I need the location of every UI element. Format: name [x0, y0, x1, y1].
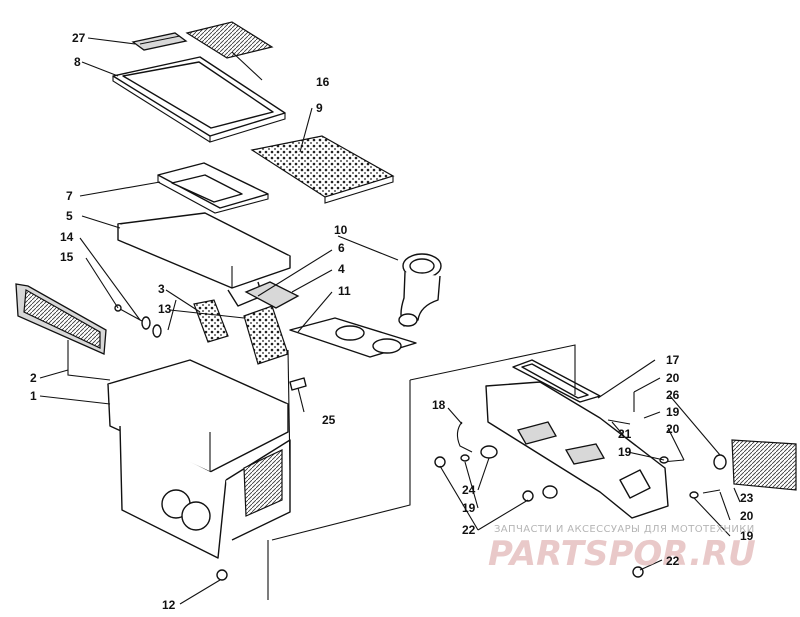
label-19-b: 19: [618, 445, 632, 459]
label-2: 2: [30, 371, 37, 385]
label-4: 4: [338, 262, 345, 276]
label-20-b: 20: [666, 422, 680, 436]
label-3: 3: [158, 282, 165, 296]
label-25: 25: [322, 413, 336, 427]
callout-labels: 27 8 16 9 7 5 14 15 10 6 4 3 11 13 2 1 2…: [30, 31, 754, 612]
label-23: 23: [740, 491, 754, 505]
part-19-washer: [460, 454, 470, 462]
watermark: ЗАПЧАСТИ И АКСЕССУАРЫ ДЛЯ МОТОТЕХНИКИ PA…: [488, 524, 756, 574]
label-6: 6: [338, 241, 345, 255]
part-5-tray: [117, 212, 291, 307]
part-17-gasket: [512, 359, 601, 403]
label-24: 24: [462, 483, 476, 497]
label-26: 26: [666, 388, 680, 402]
label-19-a: 19: [666, 405, 680, 419]
part-6-gasket: [244, 281, 300, 309]
label-9: 9: [316, 101, 323, 115]
assembly-lines: [67, 299, 576, 600]
label-21: 21: [618, 427, 632, 441]
part-24-grommet: [480, 445, 498, 459]
label-1: 1: [30, 389, 37, 403]
label-18: 18: [432, 398, 446, 412]
label-27: 27: [72, 31, 86, 45]
watermark-text: ЗАПЧАСТИ И АКСЕССУАРЫ ДЛЯ МОТОТЕХНИКИ: [494, 524, 755, 535]
part-23-filter: [731, 439, 797, 491]
label-14: 14: [60, 230, 74, 244]
label-17: 17: [666, 353, 680, 367]
label-13: 13: [158, 302, 172, 316]
part-26-grommet: [713, 454, 727, 470]
label-15: 15: [60, 250, 74, 264]
part-7-lid: [157, 162, 269, 214]
label-12: 12: [162, 598, 176, 612]
label-leaders: [39, 37, 741, 605]
label-7: 7: [66, 189, 73, 203]
label-5: 5: [66, 209, 73, 223]
part-18-hose: [456, 421, 473, 453]
label-16: 16: [316, 75, 330, 89]
part-8-frame: [112, 56, 286, 143]
part-2-side-filter: [15, 283, 107, 355]
label-20-c: 20: [740, 509, 754, 523]
watermark-logo: PARTSPOR.RU: [488, 534, 756, 574]
part-13-foam-block: [243, 305, 289, 365]
part-27-filter-pad: [131, 32, 188, 51]
part-10-intake-elbow: [398, 253, 442, 327]
part-9-filter-element: [250, 135, 395, 204]
part-19-grommets: [542, 456, 699, 499]
part-22-nut: [434, 456, 644, 578]
part-1-airbox: [107, 359, 291, 581]
part-11-plate: [289, 317, 417, 358]
part-14-washer: [141, 316, 162, 338]
part-18-silencer-body: [485, 381, 669, 519]
label-10: 10: [334, 223, 348, 237]
label-19-c: 19: [462, 501, 476, 515]
label-22-a: 22: [462, 523, 476, 537]
part-16-filter-screen: [185, 21, 274, 59]
part-25-clip: [289, 377, 307, 391]
label-11: 11: [338, 284, 351, 298]
part-15-screw: [114, 304, 143, 322]
label-22-b: 22: [666, 554, 680, 568]
label-8: 8: [74, 55, 81, 69]
label-20-a: 20: [666, 371, 680, 385]
label-19-d: 19: [740, 529, 754, 543]
part-21-bolt: [607, 419, 631, 425]
part-3-foam-block: [193, 299, 229, 343]
